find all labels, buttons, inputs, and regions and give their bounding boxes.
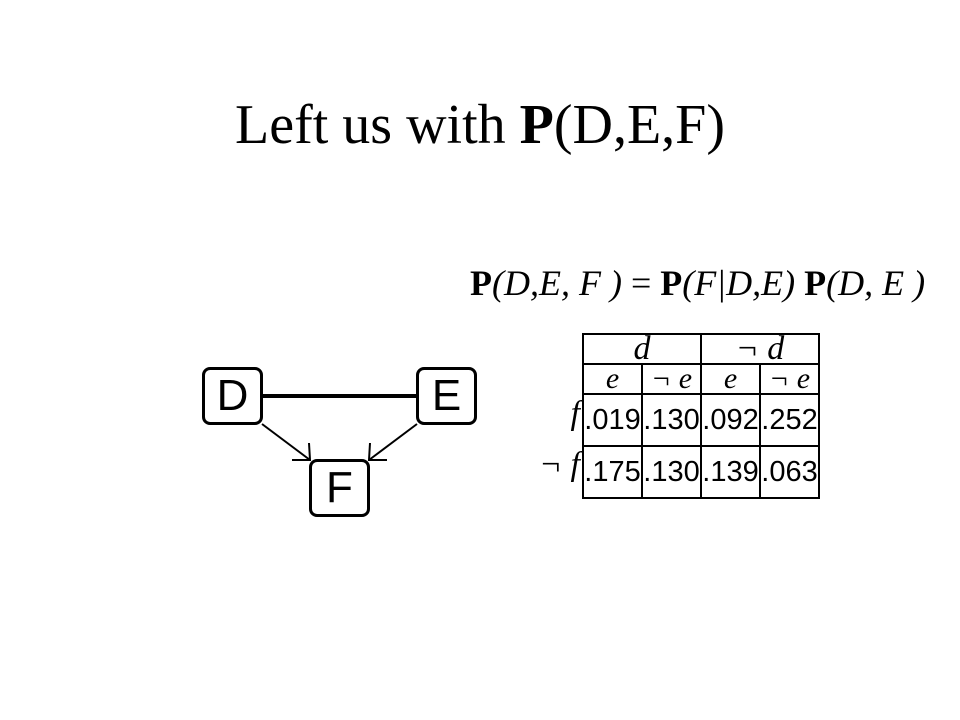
- table-cell: .092: [700, 393, 761, 447]
- table-cell: .019: [582, 393, 643, 447]
- table-cell: .252: [759, 393, 820, 447]
- factorization-formula: P(D,E, F ) = P(F|D,E) P(D, E ): [470, 262, 950, 304]
- edge-d-f: [261, 423, 312, 461]
- subheader-e-2: e: [700, 363, 761, 395]
- node-e-label: E: [431, 371, 462, 420]
- conditional-probability-table: d ¬ d e ¬ e e ¬ e .019 .130 .092 .252 .1…: [582, 332, 820, 499]
- subheader-e-1: e: [582, 363, 643, 395]
- subheader-not-e-1: ¬ e: [641, 363, 702, 395]
- table-cell: .130: [641, 445, 702, 499]
- formula-rhs1-args: (F|D,E): [682, 263, 796, 303]
- table-subheader-row: e ¬ e e ¬ e: [582, 363, 820, 395]
- node-f: F: [309, 459, 370, 517]
- title-prefix: Left us with: [235, 94, 520, 156]
- row-label-f: f: [570, 395, 580, 432]
- formula-rhs2-p: P: [804, 263, 827, 303]
- node-d-label: D: [216, 371, 249, 420]
- title-bold-p: P: [519, 94, 554, 156]
- subheader-not-e-2: ¬ e: [759, 363, 820, 395]
- node-e: E: [416, 367, 477, 425]
- slide-title: Left us with P(D,E,F): [0, 92, 960, 159]
- formula-lhs-p: P: [470, 263, 492, 303]
- row-label-not-f: ¬ f: [539, 446, 580, 483]
- node-d: D: [202, 367, 263, 425]
- table-cell: .139: [700, 445, 761, 499]
- table-row: .019 .130 .092 .252: [582, 393, 820, 447]
- table-cell: .130: [641, 393, 702, 447]
- table-cell: .063: [759, 445, 820, 499]
- formula-equals: =: [621, 263, 661, 303]
- header-d: d: [582, 332, 702, 366]
- title-suffix: (D,E,F): [553, 94, 725, 156]
- table-header-row: d ¬ d: [582, 332, 820, 366]
- edge-e-f: [367, 423, 418, 461]
- formula-lhs-args: (D,E, F ): [492, 263, 622, 303]
- formula-rhs2-args: (D, E ): [826, 263, 926, 303]
- formula-rhs1-p: P: [660, 263, 683, 303]
- header-not-d: ¬ d: [700, 332, 820, 366]
- table-cell: .175: [582, 445, 643, 499]
- table-row: .175 .130 .139 .063: [582, 445, 820, 499]
- node-f-label: F: [326, 463, 353, 512]
